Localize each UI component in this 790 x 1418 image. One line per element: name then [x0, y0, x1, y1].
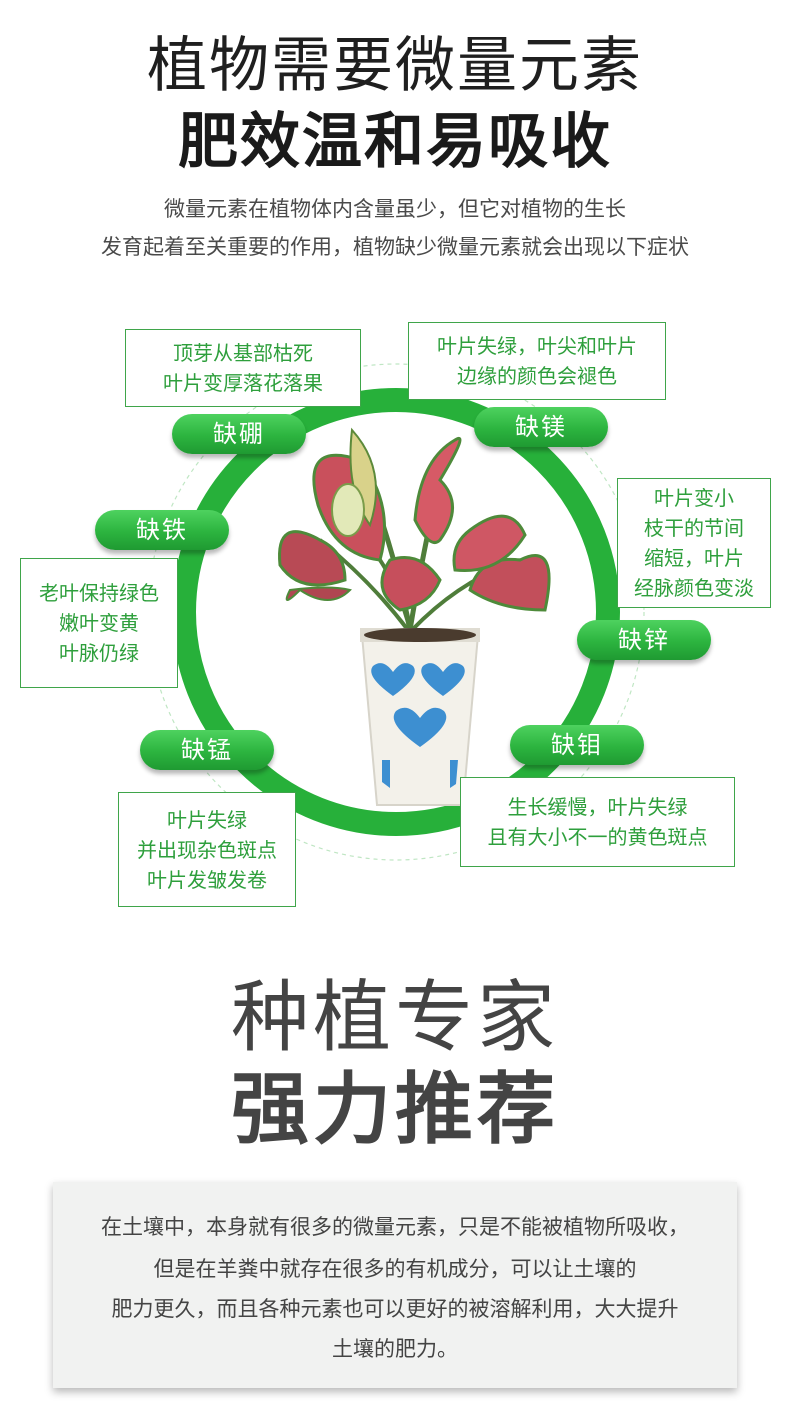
pill-molybdenum-deficiency: 缺钼 — [510, 725, 644, 765]
box-molybdenum-symptoms: 生长缓慢，叶片失绿 且有大小不一的黄色斑点 — [460, 777, 735, 867]
box-iron-symptoms: 老叶保持绿色 嫩叶变黄 叶脉仍绿 — [20, 558, 178, 688]
description-line-2: 但是在羊粪中就存在很多的有机成分，可以让土壤的 — [153, 1257, 637, 1281]
pill-zinc-deficiency: 缺锌 — [577, 620, 711, 660]
box-iron-line: 老叶保持绿色 — [39, 581, 159, 605]
box-manganese-line: 叶片发皱发卷 — [147, 867, 267, 892]
box-molybdenum-line: 且有大小不一的黄色斑点 — [487, 825, 708, 849]
box-boron-line: 顶芽从基部枯死 — [173, 341, 313, 365]
intro-text-line-1: 微量元素在植物体内含量虽少，但它对植物的生长 — [164, 197, 626, 221]
heading-recommend: 强力推荐 — [230, 1065, 559, 1155]
box-manganese-line: 并出现杂色斑点 — [137, 837, 277, 862]
box-zinc-line: 叶片变小 — [654, 486, 734, 510]
box-magnesium-symptoms: 叶片失绿，叶尖和叶片 边缘的颜色会褪色 — [408, 322, 666, 400]
pill-iron-deficiency: 缺铁 — [95, 510, 229, 550]
box-boron-symptoms: 顶芽从基部枯死 叶片变厚落花落果 — [125, 329, 361, 407]
heading-expert: 种植专家 — [230, 973, 559, 1063]
description-line-4: 土壤的肥力。 — [332, 1337, 458, 1361]
box-magnesium-line: 叶片失绿，叶尖和叶片 — [437, 334, 637, 358]
box-iron-line: 叶脉仍绿 — [59, 641, 139, 665]
heading-sub: 肥效温和易吸收 — [178, 107, 612, 177]
box-manganese-symptoms: 叶片失绿 并出现杂色斑点 叶片发皱发卷 — [118, 792, 296, 907]
box-molybdenum-line: 生长缓慢，叶片失绿 — [507, 795, 688, 819]
box-boron-line: 叶片变厚落花落果 — [163, 371, 323, 395]
box-zinc-line: 缩短，叶片 — [644, 546, 744, 570]
pill-manganese-deficiency: 缺锰 — [140, 730, 274, 770]
box-zinc-line: 枝干的节间 — [644, 516, 744, 540]
intro-text-line-2: 发育起着至关重要的作用，植物缺少微量元素就会出现以下症状 — [101, 235, 689, 259]
pill-magnesium-deficiency: 缺镁 — [474, 407, 608, 447]
heading-main: 植物需要微量元素 — [147, 31, 643, 101]
description-card: 在土壤中，本身就有很多的微量元素，只是不能被植物所吸收， 但是在羊粪中就存在很多… — [53, 1182, 737, 1388]
description-line-1: 在土壤中，本身就有很多的微量元素，只是不能被植物所吸收， — [101, 1215, 689, 1239]
potted-plant-illustration — [278, 427, 551, 806]
box-magnesium-line: 边缘的颜色会褪色 — [457, 364, 617, 388]
deficiency-diagram — [147, 363, 645, 861]
box-manganese-line: 叶片失绿 — [167, 807, 247, 832]
pill-boron-deficiency: 缺硼 — [172, 414, 306, 454]
box-iron-line: 嫩叶变黄 — [59, 611, 139, 635]
description-line-3: 肥力更久，而且各种元素也可以更好的被溶解利用，大大提升 — [111, 1297, 679, 1321]
box-zinc-symptoms: 叶片变小 枝干的节间 缩短，叶片 经脉颜色变淡 — [617, 478, 771, 608]
green-ring — [172, 388, 620, 836]
box-zinc-line: 经脉颜色变淡 — [634, 576, 754, 600]
